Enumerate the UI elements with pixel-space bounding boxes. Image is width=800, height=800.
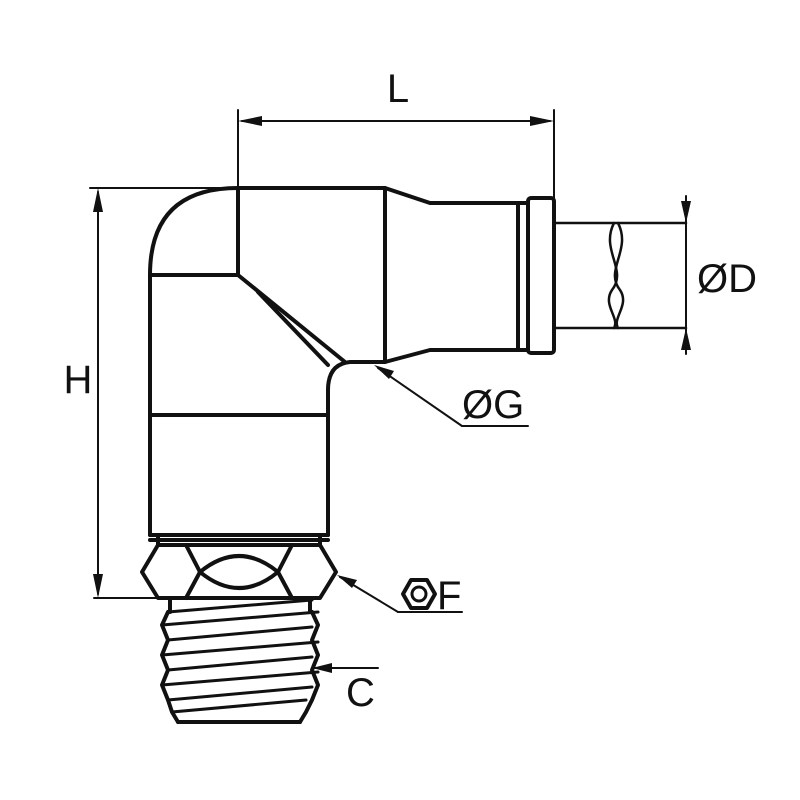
collet-ring	[516, 196, 556, 355]
label-d: ØD	[697, 257, 757, 301]
label-f: F	[437, 574, 461, 618]
leader-f	[337, 575, 463, 613]
tube	[552, 221, 688, 330]
dimension-h	[89, 187, 239, 599]
leader-c	[311, 663, 379, 673]
hex-nut	[140, 543, 338, 600]
dimension-d	[681, 195, 691, 355]
label-l: L	[387, 67, 409, 111]
thread-lines	[160, 598, 320, 714]
dimension-l	[237, 109, 555, 199]
leader-g	[374, 365, 529, 427]
label-c: C	[346, 671, 375, 715]
hexagon-icon	[401, 578, 437, 610]
elbow-body	[148, 186, 520, 537]
label-g: ØG	[462, 383, 524, 427]
label-h: H	[64, 358, 93, 402]
